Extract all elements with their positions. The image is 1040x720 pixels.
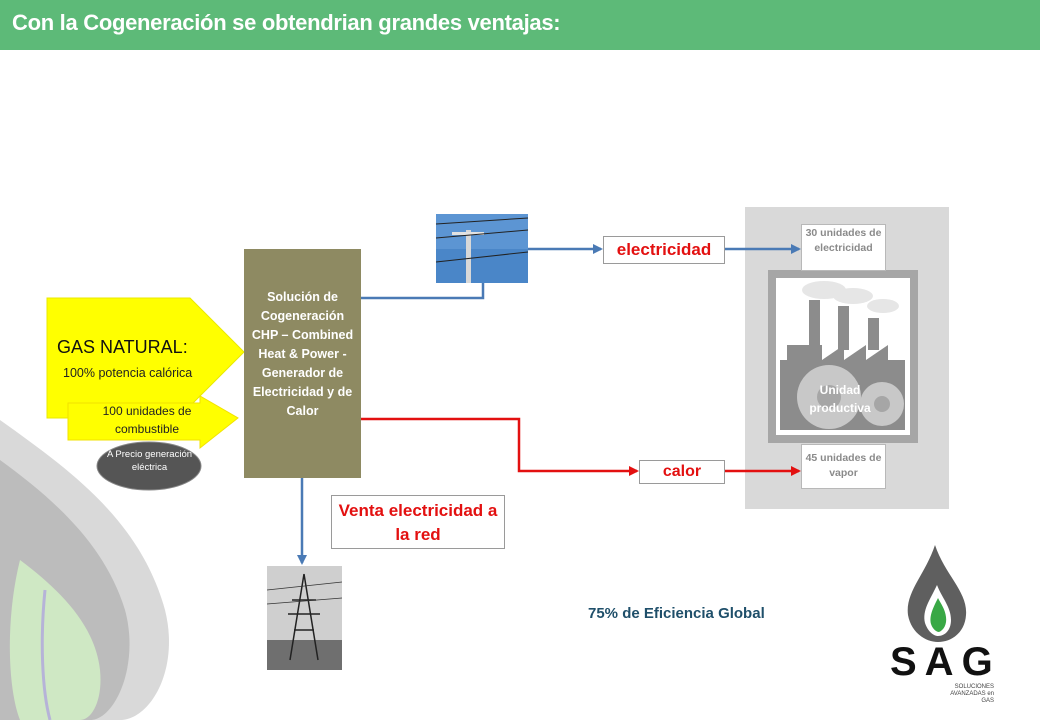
precio-badge-shape	[96, 441, 202, 491]
eficiencia-global-label: 75% de Eficiencia Global	[588, 605, 765, 622]
drop-decoration	[0, 420, 169, 720]
unidad-productiva-label: Unidad productiva	[809, 383, 871, 415]
vapor-units-box: 45 unidades de vapor	[801, 444, 886, 489]
gas-combustible-label: 100 unidades de combustible	[102, 404, 192, 436]
power-pole-icon	[435, 214, 529, 283]
electricidad-label: electricidad	[603, 236, 725, 264]
precio-badge-label: A Precio generación eléctrica	[106, 449, 193, 473]
factory-icon	[768, 270, 918, 443]
electricidad-units-box: 30 unidades de electricidad	[801, 224, 886, 271]
sag-logo-icon	[907, 545, 967, 642]
chp-box-label: Solución de Cogeneración CHP – Combined …	[251, 290, 354, 418]
arrow-to-calor	[361, 417, 639, 476]
chp-to-pole-line	[361, 283, 485, 300]
chp-box	[244, 249, 361, 478]
title-bar	[0, 0, 1040, 50]
gas-arrow-shape	[46, 297, 245, 419]
transmission-tower-icon	[266, 566, 343, 670]
sag-logo-word: SAG	[890, 640, 1001, 684]
sag-logo-subtitle: SOLUCIONES AVANZADAS en GAS	[950, 684, 994, 704]
calor-label: calor	[639, 460, 725, 484]
gas-natural-label: GAS NATURAL:	[57, 337, 188, 357]
gas-potencia-label: 100% potencia calórica	[63, 366, 193, 380]
venta-electricidad-label: Venta electricidad a la red	[331, 495, 505, 549]
slide-title: Con la Cogeneración se obtendrian grande…	[12, 10, 561, 35]
combustible-arrow-shape	[67, 395, 239, 450]
